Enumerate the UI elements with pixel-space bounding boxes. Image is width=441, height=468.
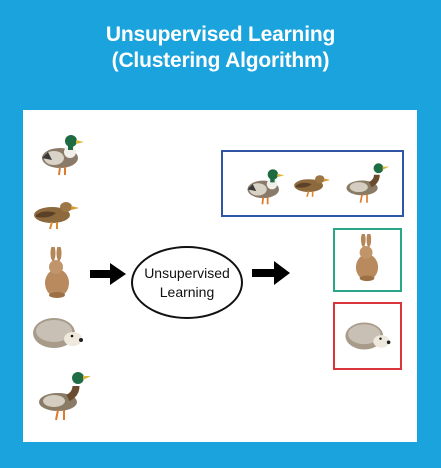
rabbit-cluster-box [333,228,402,292]
hedgehog-cluster-box [333,302,402,370]
mallard-duck-standing-icon [346,163,390,203]
title-line-1: Unsupervised Learning [105,23,336,46]
brown-duck-icon [294,175,331,198]
title-line-2: (Clustering Algorithm) [111,49,330,72]
page-title: Unsupervised Learning (Clustering Algori… [0,22,441,74]
brown-duck-icon [34,202,79,230]
hedgehog-icon [33,318,83,348]
node-label-line-1: Unsupervised [144,264,230,281]
mallard-duck-icon [42,135,84,176]
unsupervised-learning-node: Unsupervised Learning [131,246,243,319]
mallard-duck-icon [247,169,285,205]
arrow-right-icon [252,261,290,285]
rabbit-icon [45,247,69,298]
duck-cluster-box [221,150,404,217]
mallard-duck-standing-icon [39,372,91,421]
node-label-line-2: Learning [159,283,215,300]
arrow-right-icon [90,263,126,285]
rabbit-icon [355,234,379,282]
hedgehog-icon [345,322,391,350]
